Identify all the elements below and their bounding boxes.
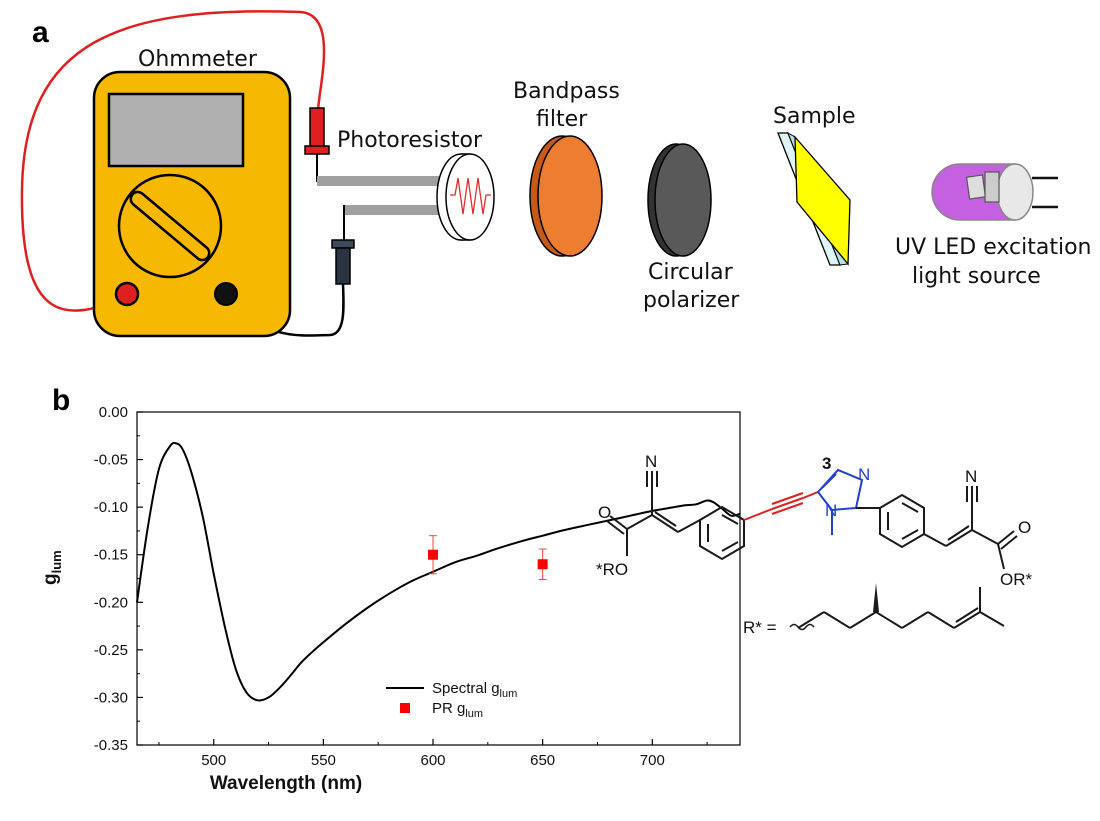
atom-o-left-carbonyl: O [598, 503, 611, 522]
x-axis-label: Wavelength (nm) [210, 773, 362, 794]
r-star-label: R* = [743, 618, 777, 637]
imidazole-ring [816, 468, 864, 512]
legend: Spectral glum PR glum [386, 680, 517, 720]
lower-lead-rod [344, 205, 446, 215]
red-probe-icon [304, 107, 330, 182]
y-tick-label: -0.10 [94, 499, 128, 516]
ro-left-group: *RO [596, 560, 628, 579]
bandpass-label-line2: filter [536, 107, 588, 132]
ohmmeter-label: Ohmmeter [138, 47, 258, 72]
red-lead-wire [20, 10, 326, 312]
atom-n-imidazole-1: N [825, 501, 837, 520]
ohmmeter-icon [92, 70, 292, 338]
legend-spectral: Spectral glum [432, 680, 517, 700]
atom-o-right-carbonyl: O [1018, 518, 1031, 537]
y-tick-label: -0.20 [94, 594, 128, 611]
panel-b-letter: b [52, 384, 70, 417]
led-label-line1: UV LED excitation [895, 235, 1091, 260]
y-tick-label: -0.35 [94, 737, 128, 754]
y-tick-label: -0.05 [94, 452, 128, 469]
x-axis-ticks: 500 550 600 650 700 [158, 739, 708, 769]
legend-square-swatch [400, 703, 410, 713]
y-axis-label-sub: lum [49, 550, 64, 573]
or-right-group: OR* [1000, 570, 1033, 589]
uv-led-icon [931, 163, 1058, 221]
panel-a-letter: a [32, 16, 49, 49]
x-tick-label: 500 [201, 752, 226, 769]
x-tick-label: 550 [311, 752, 336, 769]
pr-point [428, 549, 439, 560]
polarizer-label-line2: polarizer [643, 288, 740, 313]
photoresistor-label: Photoresistor [337, 128, 483, 153]
y-axis-ticks: 0.00 -0.05 -0.10 -0.15 -0.20 -0.25 -0.30 -0.35 [94, 404, 143, 754]
pr-point [537, 559, 548, 570]
atom-n-left-cyano: N [645, 452, 657, 471]
pr-glum-points [428, 535, 548, 580]
spectral-glum-line [136, 441, 741, 702]
compound-3-structure [606, 468, 1018, 631]
black-probe-icon [331, 239, 355, 285]
right-phenyl-ring [879, 493, 925, 549]
bandpass-filter-icon [529, 135, 603, 257]
photoresistor-icon [436, 153, 495, 241]
led-label-line2: light source [912, 264, 1041, 289]
upper-lead-rod [317, 176, 445, 186]
legend-pr: PR glum [432, 700, 483, 720]
polarizer-label-line1: Circular [648, 260, 734, 285]
wedge-bond [873, 583, 879, 612]
sample-icon [777, 131, 851, 266]
glum-chart: 500 550 600 650 700 0.00 -0.05 -0.10 -0.15 -0.20… [40, 404, 741, 794]
sample-label: Sample [773, 104, 856, 129]
x-tick-label: 700 [640, 752, 665, 769]
y-axis-label: glum [40, 550, 64, 585]
x-tick-label: 650 [530, 752, 555, 769]
y-tick-label: 0.00 [99, 404, 128, 421]
y-tick-label: -0.25 [94, 642, 128, 659]
y-tick-label: -0.30 [94, 689, 128, 706]
atom-n-right-cyano: N [965, 467, 977, 486]
circular-polarizer-icon [647, 143, 712, 257]
compound-number: 3 [822, 454, 831, 473]
x-tick-label: 600 [421, 752, 446, 769]
atom-n-imidazole-3: N [858, 465, 870, 484]
y-tick-label: -0.15 [94, 547, 128, 564]
bandpass-label-line1: Bandpass [513, 79, 620, 104]
y-axis-label-main: g [40, 573, 61, 585]
